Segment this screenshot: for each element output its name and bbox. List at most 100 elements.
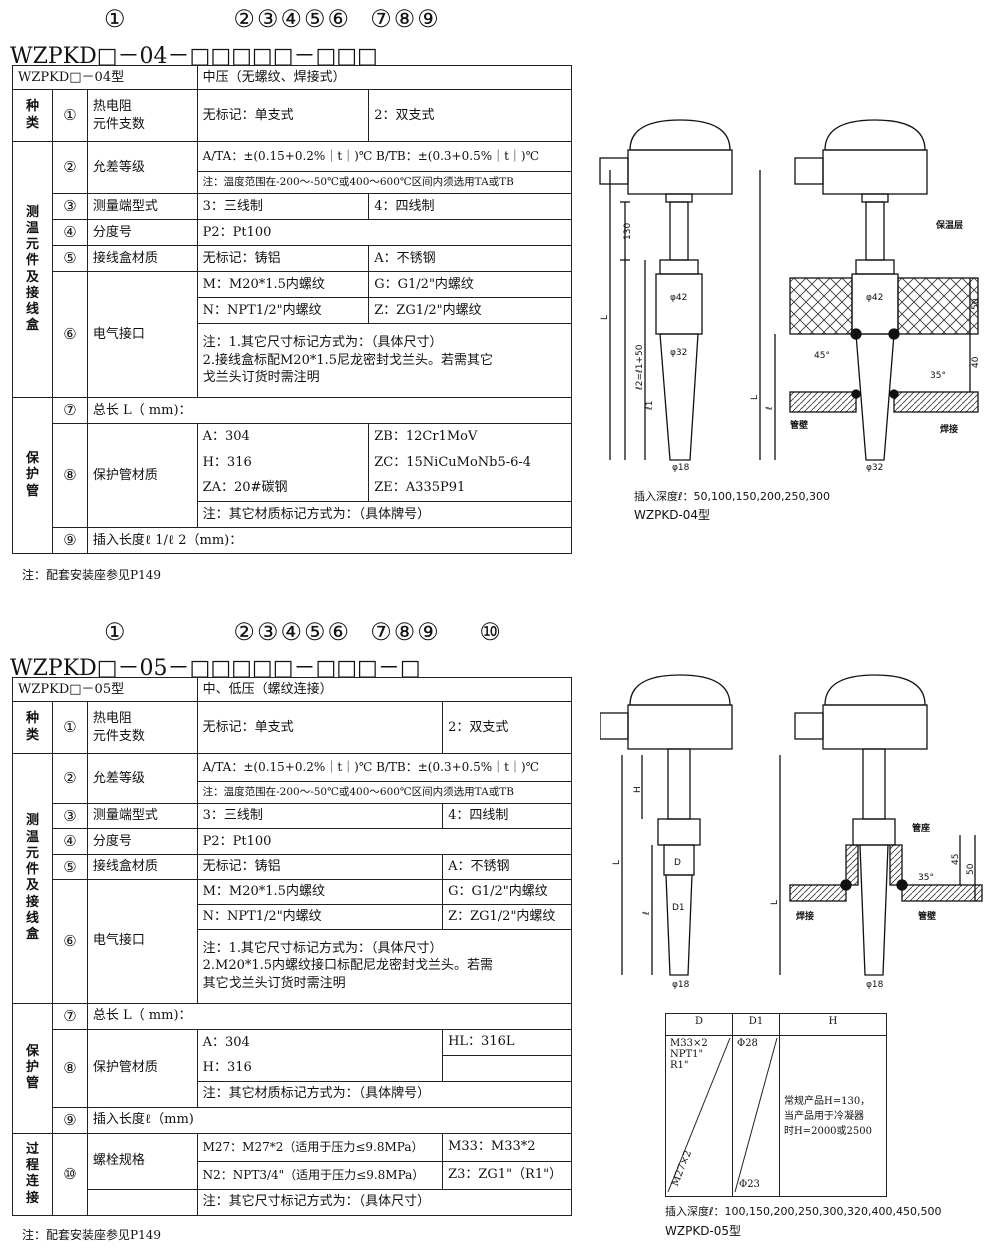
row-number: ④ xyxy=(51,219,88,246)
option-value: M：M20*1.5内螺纹 xyxy=(196,878,444,905)
row-number: ① xyxy=(51,89,88,142)
row-number: ① xyxy=(51,701,88,754)
insert-depth-05: 插入深度ℓ：100,150,200,250,300,320,400,450,50… xyxy=(665,1205,942,1218)
option-value: N：NPT1/2"内螺纹 xyxy=(196,903,444,930)
row-label: 接线盒材质 xyxy=(86,853,198,880)
dim-L: L xyxy=(770,900,780,905)
dim-45: 45 xyxy=(951,854,961,865)
dim-l2: ℓ2=ℓ1+50 xyxy=(635,344,645,391)
row-number: ② xyxy=(51,753,88,804)
dim-cell-d1: Φ28 Φ23 xyxy=(732,1035,780,1197)
option-value: A/TA：±(0.15+0.2%｜t｜)℃ B/TB：±(0.3+0.5%｜t｜… xyxy=(196,753,573,782)
row-number: ② xyxy=(51,141,88,194)
option-note: 注：1.其它尺寸标记方式为：（具体尺寸） 2.M20*1.5内螺纹接口标配尼龙密… xyxy=(196,928,573,1004)
model-code-05: WZPKD□－05－□□□□□－□□□－□ xyxy=(10,656,421,681)
row-label: 测量端型式 xyxy=(86,802,198,830)
row-number: ④ xyxy=(51,828,88,855)
option-value: A：不锈钢 xyxy=(442,853,572,880)
dim-40: 40 xyxy=(971,356,981,368)
row-number: ⑨ xyxy=(51,1106,88,1134)
row-number: ③ xyxy=(51,802,88,830)
table-header-model: WZPKD□－05型 xyxy=(12,677,198,702)
option-note: 注：其它尺寸标记方式为：（具体尺寸） xyxy=(196,1188,573,1216)
group-kind: 种 类 xyxy=(12,89,53,142)
row-number: ⑥ xyxy=(51,271,88,398)
diagonal-line xyxy=(667,1037,731,1193)
dim-phi32: φ32 xyxy=(670,348,687,358)
option-value: A：304 xyxy=(196,1028,444,1056)
row-label: 测量端型式 xyxy=(86,193,198,220)
angle-35: 35° xyxy=(930,371,946,381)
dim-D: D xyxy=(674,858,681,868)
option-value: 无标记：铸铝 xyxy=(196,853,444,880)
option-value: ZB：12Cr1MoV xyxy=(368,423,572,450)
dim-130: 130 xyxy=(623,223,633,240)
dim-header-d1: D1 xyxy=(732,1013,780,1036)
row-label: 电气接口 xyxy=(86,271,198,398)
option-value: 2：双支式 xyxy=(368,89,572,142)
option-value: P2：Pt100 xyxy=(196,219,573,246)
row-label: 热电阻 元件支数 xyxy=(86,89,198,142)
group-protection: 保 护 管 xyxy=(12,1002,53,1134)
row-number: ⑤ xyxy=(51,853,88,880)
dim-phi18: φ18 xyxy=(672,980,690,990)
option-value: H：316 xyxy=(196,1055,444,1082)
row-label: 螺栓规格 xyxy=(86,1132,198,1190)
row-number: ③ xyxy=(51,193,88,220)
row-label: 总长 L（ mm)： xyxy=(86,1002,573,1030)
dim-d1-top: Φ28 xyxy=(737,1038,758,1049)
insert-depth-04: 插入深度ℓ：50,100,150,200,250,300 xyxy=(634,490,831,503)
dim-50: 50 xyxy=(971,298,981,310)
code-numbers-05: ① ②③④⑤⑥ ⑦⑧⑨ ⑩ xyxy=(104,618,503,646)
option-value: M：M20*1.5内螺纹 xyxy=(196,271,370,298)
option-value: G：G1/2"内螺纹 xyxy=(442,878,572,905)
option-value: HL：316L xyxy=(442,1028,572,1056)
dim-phi42: φ42 xyxy=(866,293,883,303)
option-note: 注：温度范围在-200～-50℃或400～600℃区间内须选用TA或TB xyxy=(196,171,573,194)
angle-45: 45° xyxy=(814,351,830,361)
option-note: 注：1.其它尺寸标记方式为：（具体尺寸） 2.接线盒标配M20*1.5尼龙密封戈… xyxy=(196,323,573,398)
row-number: ⑥ xyxy=(51,878,88,1004)
option-value: 4：四线制 xyxy=(368,193,572,220)
row-label: 总长 L（ mm)： xyxy=(86,397,573,424)
dim-L: L xyxy=(750,395,760,400)
diagonal-line xyxy=(734,1037,778,1193)
option-value: 无标记：单支式 xyxy=(196,89,370,142)
row-label: 保护管材质 xyxy=(86,423,198,528)
dim-cell-d: M33×2 NPT1" R1" M27×2 xyxy=(665,1035,733,1197)
table-header-pressure: 中、低压（螺纹连接） xyxy=(196,677,573,702)
row-label: 分度号 xyxy=(86,219,198,246)
option-value: A：不锈钢 xyxy=(368,245,572,272)
option-value: 4：四线制 xyxy=(442,802,572,830)
option-value: ZE：A335P91 xyxy=(368,475,572,502)
footnote-04: 注：配套安装座参见P149 xyxy=(22,568,161,582)
option-value: ZC：15NiCuMoNb5-6-4 xyxy=(368,449,572,476)
label-pipe-seat: 管座 xyxy=(912,822,930,834)
option-value: P2：Pt100 xyxy=(196,828,573,855)
group-element: 测 温 元 件 及 接 线 盒 xyxy=(12,753,53,1004)
row-number: ⑤ xyxy=(51,245,88,272)
option-value: M27：M27*2（适用于压力≤9.8MPa） xyxy=(196,1132,444,1162)
dim-L: L xyxy=(612,860,622,865)
option-value: A/TA：±(0.15+0.2%｜t｜)℃ B/TB：±(0.3+0.5%｜t｜… xyxy=(196,141,573,172)
group-protection: 保 护 管 xyxy=(12,397,53,554)
dim-phi42: φ42 xyxy=(670,293,687,303)
dim-header-d: D xyxy=(665,1013,733,1036)
row-number: ⑧ xyxy=(51,1028,88,1108)
row-number: ⑧ xyxy=(51,423,88,528)
label-pipe-wall: 管壁 xyxy=(918,910,936,922)
dim-phi18: φ18 xyxy=(672,463,690,473)
option-value: 3：三线制 xyxy=(196,802,444,830)
option-value: Z：ZG1/2"内螺纹 xyxy=(442,903,572,930)
option-value: ZA：20#碳钢 xyxy=(196,475,370,502)
label-pipe-wall: 管壁 xyxy=(790,419,808,431)
dim-H: H xyxy=(633,786,643,793)
row-label: 插入长度ℓ（mm) xyxy=(86,1106,573,1134)
option-value: N：NPT1/2"内螺纹 xyxy=(196,297,370,324)
option-value: M33：M33*2 xyxy=(442,1132,572,1162)
label-weld: 焊接 xyxy=(796,910,814,922)
table-header-pressure: 中压（无螺纹、焊接式） xyxy=(196,65,573,90)
option-note: 注：其它材质标记方式为：（具体牌号） xyxy=(196,1080,573,1108)
dim-header-h: H xyxy=(779,1013,887,1036)
dim-l: ℓ xyxy=(642,911,652,916)
